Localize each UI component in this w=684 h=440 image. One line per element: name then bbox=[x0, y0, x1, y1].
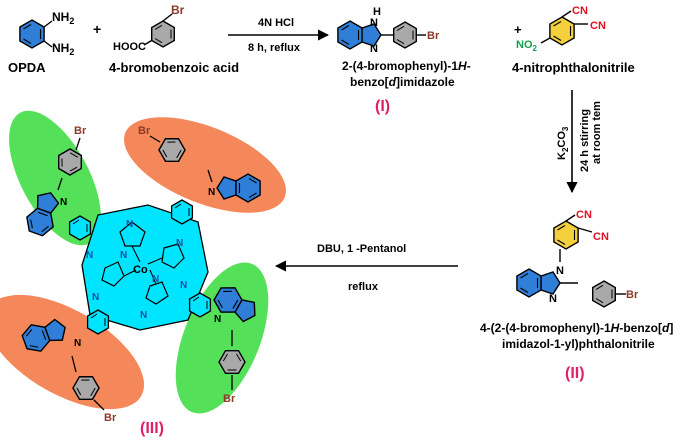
product2-n2: N bbox=[549, 293, 557, 305]
svg-text:N: N bbox=[86, 250, 93, 261]
svg-text:at room tem: at room tem bbox=[591, 101, 603, 164]
svg-text:N: N bbox=[214, 314, 221, 325]
svg-text:Br: Br bbox=[138, 125, 151, 137]
svg-text:Br: Br bbox=[74, 125, 87, 137]
nitro-cn2: CN bbox=[590, 20, 606, 32]
svg-text:NH2: NH2 bbox=[52, 10, 74, 26]
product1-br: Br bbox=[427, 30, 440, 42]
step2-time: 24 h stirring bbox=[579, 109, 591, 172]
plus-sign-1: + bbox=[93, 21, 101, 37]
product2-n1: N bbox=[556, 265, 564, 277]
svg-text:N: N bbox=[180, 280, 187, 291]
svg-text:N: N bbox=[120, 250, 127, 261]
svg-text:N: N bbox=[140, 310, 147, 321]
svg-text:N: N bbox=[74, 338, 81, 349]
product2-structure: CN CN N N Br bbox=[517, 209, 639, 308]
svg-text:N: N bbox=[176, 238, 183, 249]
product1-name-line2: benzo[d]imidazole bbox=[350, 75, 455, 89]
product1-roman: (I) bbox=[375, 98, 390, 115]
product2-cn1: CN bbox=[576, 209, 592, 221]
orange-ellipse-bottomleft bbox=[0, 294, 145, 410]
svg-text:Br: Br bbox=[104, 412, 117, 424]
bromobenzoic-br: Br bbox=[171, 3, 185, 17]
nitrophthalonitrile-structure: CN CN NO2 bbox=[516, 5, 606, 53]
product3-n: N bbox=[152, 274, 159, 285]
product1-structure: H N N Br bbox=[338, 6, 440, 55]
green-ellipse-topleft bbox=[9, 110, 101, 246]
product3-br: Br bbox=[223, 393, 236, 405]
product2-br: Br bbox=[626, 289, 639, 301]
step3-conditions: reflux bbox=[348, 281, 379, 293]
svg-text:N: N bbox=[126, 219, 133, 230]
step3-reagent: DBU, 1 -Pentanol bbox=[317, 243, 406, 255]
bromobenzoic-structure: Br HOOC bbox=[113, 3, 185, 53]
opda-structure: NH2 NH2 bbox=[19, 10, 74, 57]
svg-text:K2CO3: K2CO3 bbox=[556, 126, 570, 160]
product3-structure: Co N N N N N N N N Br N N Br N Br N bbox=[0, 110, 286, 424]
bromobenzoic-acid-group: HOOC bbox=[113, 41, 146, 53]
opda-nh2-bottom: NH bbox=[52, 41, 69, 55]
opda-nh2-top: NH bbox=[52, 10, 69, 24]
product1-nh: H bbox=[373, 6, 381, 18]
product2-name-line2: imidazol-1-yl)phthalonitrile bbox=[502, 337, 655, 351]
step2-base: K2CO3 bbox=[556, 126, 570, 160]
svg-text:NH2: NH2 bbox=[52, 41, 74, 57]
svg-text:N: N bbox=[60, 197, 67, 208]
product1-name-line1: 2-(4-bromophenyl)-1H- bbox=[342, 59, 471, 73]
product2-cn2: CN bbox=[593, 231, 609, 243]
nitro-cn1: CN bbox=[572, 5, 588, 17]
step1-reagent: 4N HCl bbox=[258, 17, 294, 29]
product3-metal: Co bbox=[133, 264, 148, 276]
svg-text:N: N bbox=[208, 187, 215, 198]
step2-temp: at room tem bbox=[591, 101, 603, 164]
svg-text:N: N bbox=[92, 292, 99, 303]
opda-label: OPDA bbox=[8, 60, 46, 75]
product1-n: N bbox=[370, 43, 378, 55]
svg-text:24 h stirring: 24 h stirring bbox=[579, 109, 591, 172]
svg-text:N: N bbox=[370, 17, 378, 29]
product2-roman: (II) bbox=[565, 365, 585, 382]
nitro-label: 4-nitrophthalonitrile bbox=[512, 60, 635, 75]
plus-sign-2: + bbox=[514, 22, 522, 37]
product2-name-line1: 4-(2-(4-bromophenyl)-1H-benzo[d] bbox=[480, 321, 673, 335]
product3-roman: (III) bbox=[140, 420, 164, 437]
bromobenzoic-label: 4-bromobenzoic acid bbox=[109, 60, 239, 75]
step1-conditions: 8 h, reflux bbox=[248, 42, 301, 54]
nitro-no2: NO2 bbox=[516, 39, 538, 53]
